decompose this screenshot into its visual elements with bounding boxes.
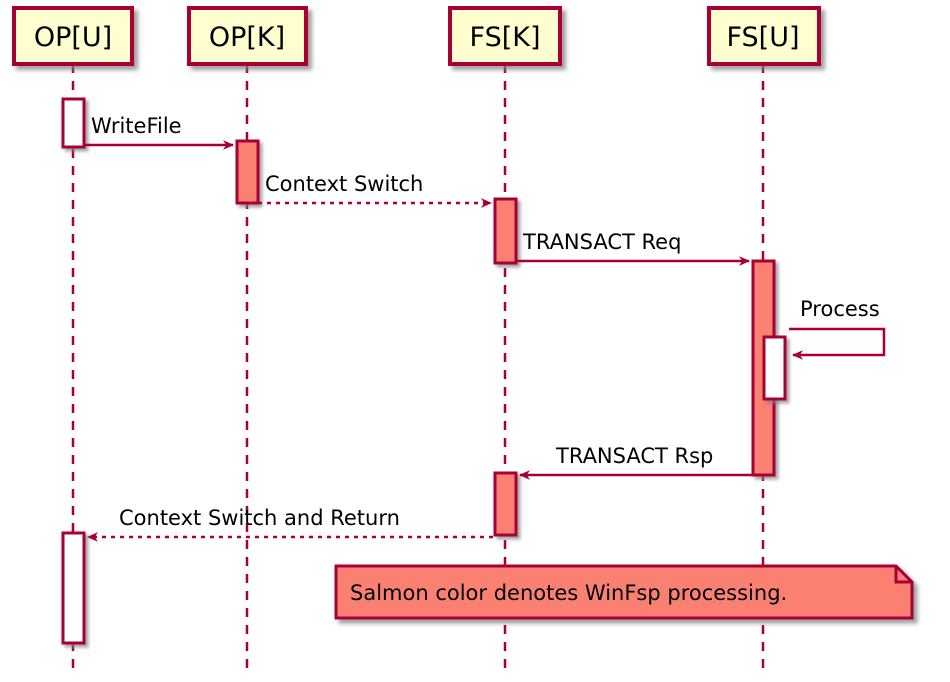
activation-opu-return[interactable]	[61, 531, 86, 645]
note-text: Salmon color denotes WinFsp processing.	[350, 581, 787, 605]
message-label-transact-rsp: TRANSACT Rsp	[555, 444, 713, 468]
message-transact-req[interactable]: TRANSACT Req	[516, 230, 750, 266]
activation-opk-context-switch[interactable]	[235, 139, 260, 205]
participant-fsk[interactable]: FS[K]	[448, 6, 562, 66]
participant-label-fsu: FS[U]	[726, 22, 799, 53]
message-label-context-switch-and-return: Context Switch and Return	[119, 506, 400, 530]
participant-box-opk[interactable]	[187, 6, 308, 66]
message-transact-rsp[interactable]: TRANSACT Rsp	[519, 444, 753, 480]
note-fold-icon	[894, 566, 912, 584]
message-label-context-switch: Context Switch	[265, 172, 423, 196]
note-shape	[334, 564, 914, 620]
message-label-writefile: WriteFile	[91, 114, 182, 138]
participant-box-fsk[interactable]	[448, 6, 562, 66]
message-context-switch[interactable]: Context Switch	[258, 172, 492, 208]
participant-box-fsu[interactable]	[707, 6, 821, 66]
participant-label-opk: OP[K]	[209, 22, 285, 53]
note-salmon-legend[interactable]: Salmon color denotes WinFsp processing.	[334, 564, 914, 620]
message-process[interactable]: Process	[789, 297, 886, 360]
message-arrow-process	[789, 327, 886, 360]
message-writefile[interactable]: WriteFile	[84, 114, 234, 150]
activation-bars-group	[61, 97, 787, 645]
message-context-switch-and-return[interactable]: Context Switch and Return	[87, 506, 493, 542]
message-label-transact-req: TRANSACT Req	[522, 230, 681, 254]
message-label-process: Process	[800, 297, 880, 321]
participant-box-opu[interactable]	[12, 6, 134, 66]
participant-opk[interactable]: OP[K]	[187, 6, 308, 66]
activation-fsk-transact-req[interactable]	[493, 197, 518, 265]
participant-fsu[interactable]: FS[U]	[707, 6, 821, 66]
participant-label-opu: OP[U]	[34, 22, 112, 53]
activation-fsu-process-nested[interactable]	[762, 335, 787, 401]
participant-opu[interactable]: OP[U]	[12, 6, 134, 66]
activation-fsk-transact-rsp[interactable]	[493, 471, 518, 537]
participant-label-fsk: FS[K]	[470, 22, 541, 53]
activation-opu-writefile[interactable]	[61, 97, 86, 149]
